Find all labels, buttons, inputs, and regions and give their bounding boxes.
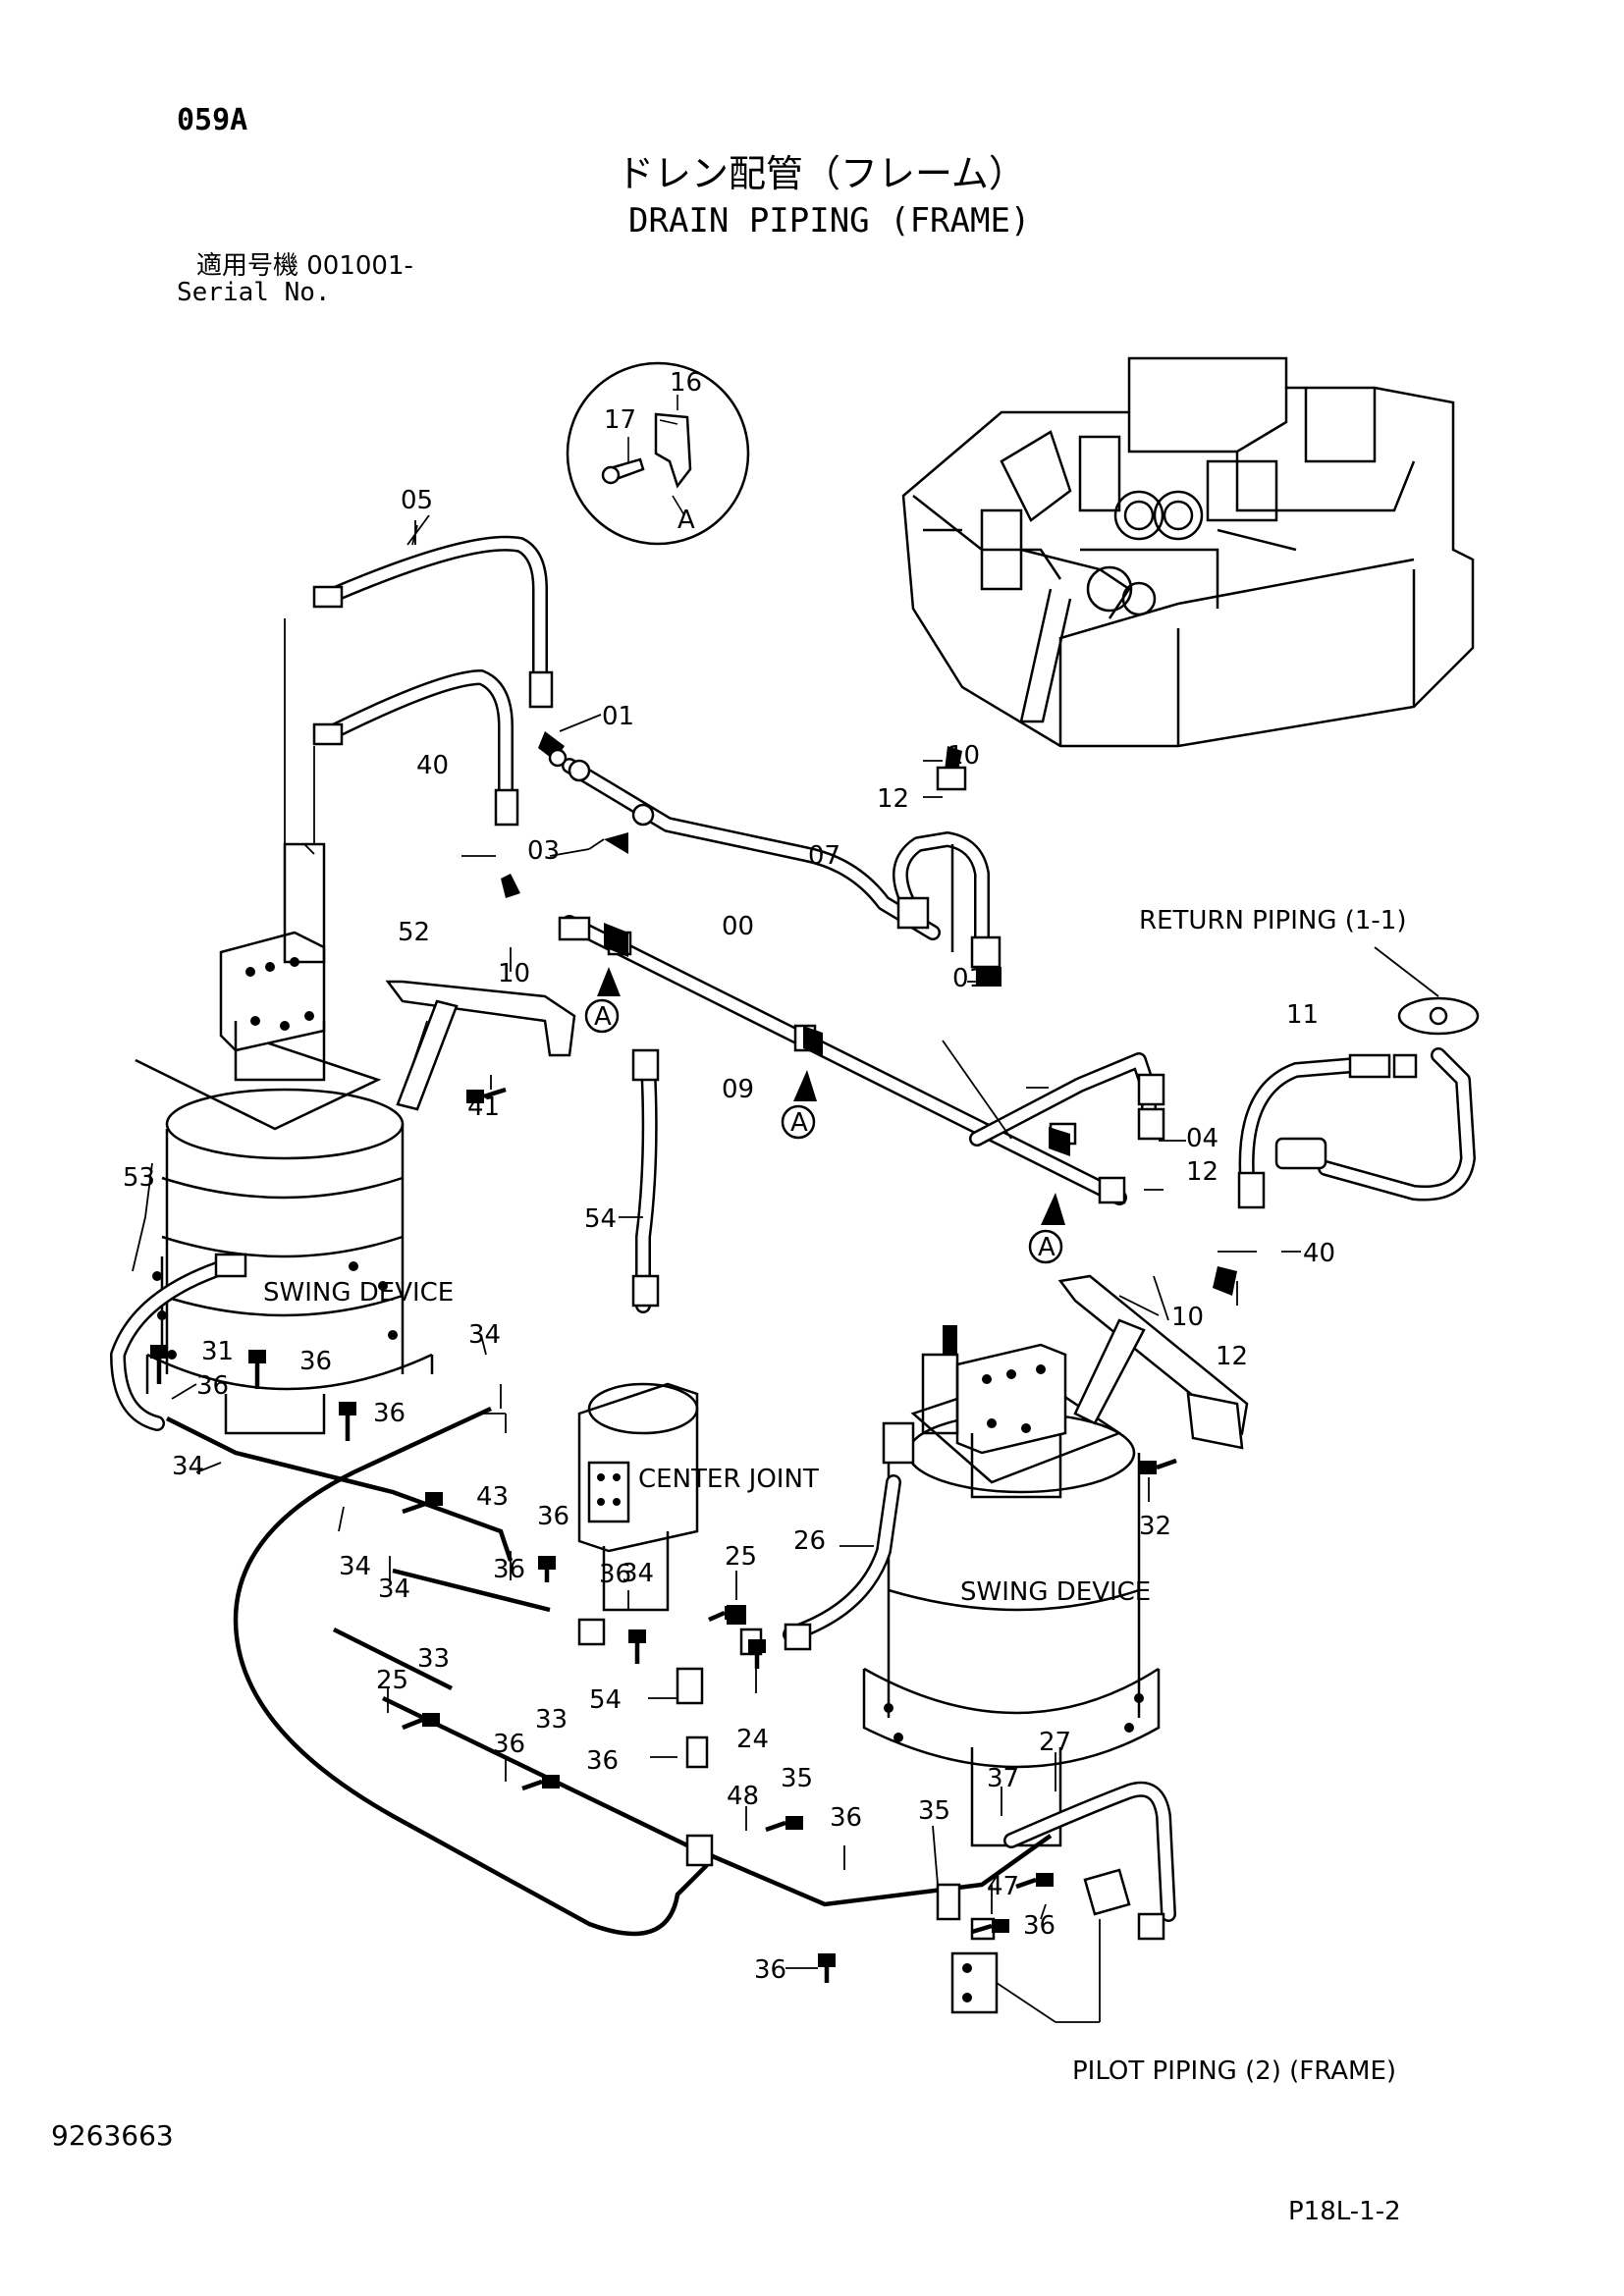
part-callout: 47: [987, 1872, 1019, 1901]
page-code: 059A: [177, 103, 248, 137]
part-callout: 34: [339, 1552, 371, 1581]
marker-a-2: [781, 1070, 817, 1140]
marker-a-1: [584, 967, 621, 1034]
part-callout: 25: [376, 1666, 408, 1695]
right-swing-device: [862, 1343, 1161, 1847]
part-callout: 12: [877, 784, 909, 814]
marker-a-3: [1028, 1193, 1065, 1264]
part-callout: 33: [417, 1644, 450, 1674]
right-motor-block: [921, 1343, 1067, 1499]
part-callout: 35: [918, 1796, 950, 1826]
part-callout: 34: [468, 1320, 501, 1350]
part-callout: 36: [586, 1746, 619, 1776]
part-callout: 03: [527, 836, 560, 866]
part-callout: 00: [722, 912, 754, 941]
part-callout: 36: [599, 1560, 631, 1589]
part-callout: 53: [123, 1163, 155, 1193]
part-callout: 36: [493, 1555, 525, 1584]
part-callout: 54: [584, 1204, 617, 1234]
part-callout: 10: [498, 959, 530, 988]
return-piping-label: RETURN PIPING (1-1): [1139, 906, 1407, 935]
detail-a-circle: [566, 361, 750, 546]
part-callout: 01: [952, 964, 985, 993]
center-joint-label: CENTER JOINT: [638, 1465, 819, 1494]
part-callout: 54: [589, 1685, 622, 1715]
part-callout: 36: [493, 1730, 525, 1759]
part-callout: 36: [1023, 1911, 1056, 1941]
swing-device-left-label: SWING DEVICE: [263, 1278, 454, 1308]
part-callout: 16: [670, 368, 702, 398]
part-callout: 52: [398, 918, 430, 947]
part-callout: 36: [196, 1371, 229, 1401]
part-callout: 10: [1171, 1303, 1204, 1332]
part-callout: 27: [1039, 1728, 1071, 1757]
part-callout: 01: [602, 702, 634, 731]
part-callout: 11: [1286, 1000, 1319, 1030]
part-callout: 07: [808, 841, 840, 871]
part-callout: 17: [604, 405, 636, 435]
part-callout: 04: [1186, 1124, 1218, 1153]
part-callout: 43: [476, 1482, 509, 1512]
part-callout: 37: [987, 1764, 1019, 1793]
part-callout: 34: [622, 1559, 654, 1588]
left-flange-bolts: [152, 1261, 398, 1360]
part-callout: 33: [535, 1705, 568, 1735]
part-callout: 31: [201, 1337, 234, 1366]
part-callout: 40: [1303, 1239, 1335, 1268]
part-callout: 48: [727, 1782, 759, 1811]
marker-a-text-3: A: [1038, 1233, 1056, 1262]
part-callout: 32: [1139, 1512, 1171, 1541]
machine-frame-illustration: [901, 356, 1475, 748]
part-callout: 25: [725, 1542, 757, 1572]
center-joint-illustration: [577, 1382, 699, 1612]
part-callout: 24: [736, 1725, 769, 1754]
part-callout: 09: [722, 1075, 754, 1104]
bracket-52: [385, 980, 576, 1111]
serial-japanese: 適用号機 001001-: [196, 251, 413, 281]
bolts: [150, 1087, 1177, 1983]
part-callout: 35: [781, 1764, 813, 1793]
a-markers: [584, 967, 1065, 1264]
title-japanese: ドレン配管（フレーム）: [617, 152, 1026, 195]
clamps: [604, 923, 1070, 1156]
part-callout: 34: [378, 1575, 410, 1604]
part-callout: 05: [401, 486, 433, 515]
part-callout: 36: [830, 1803, 862, 1833]
marker-a-text-1: A: [594, 1002, 612, 1032]
page-reference: P18L-1-2: [1288, 2197, 1401, 2226]
part-callout: 12: [1186, 1157, 1218, 1187]
part-callout: 41: [467, 1093, 500, 1122]
marker-a-text-2: A: [790, 1108, 808, 1138]
detail-a-letter: A: [677, 506, 695, 535]
part-callout: 36: [373, 1399, 406, 1428]
right-flange-bolts: [884, 1693, 1144, 1742]
part-callout: 36: [537, 1502, 569, 1531]
title-english: DRAIN PIPING (FRAME): [628, 201, 1031, 240]
part-callout: 34: [172, 1452, 204, 1481]
part-callout: 12: [1216, 1342, 1248, 1371]
bracket-53: [1057, 1274, 1249, 1450]
part-callout: 10: [947, 741, 980, 771]
part-callout: 26: [793, 1526, 826, 1556]
part-callout: 36: [299, 1347, 332, 1376]
leader-lines: [132, 514, 1439, 2023]
pipe-runs: [110, 535, 1476, 1922]
left-motor-block: [219, 842, 326, 1082]
pilot-piping-label: PILOT PIPING (2) (FRAME): [1072, 2056, 1396, 2086]
part-callout: 36: [754, 1955, 786, 1985]
swing-device-right-label: SWING DEVICE: [960, 1577, 1151, 1607]
part-callouts: 16 17 05 40 01 10 12 03 00 07 01 52 10 09 41 54 04 12 11 40…: [123, 368, 1335, 1985]
part-callout: 40: [416, 751, 449, 780]
document-number: 9263663: [51, 2119, 174, 2152]
serial-english: Serial No.: [177, 278, 331, 307]
left-swing-device: [135, 842, 434, 1435]
